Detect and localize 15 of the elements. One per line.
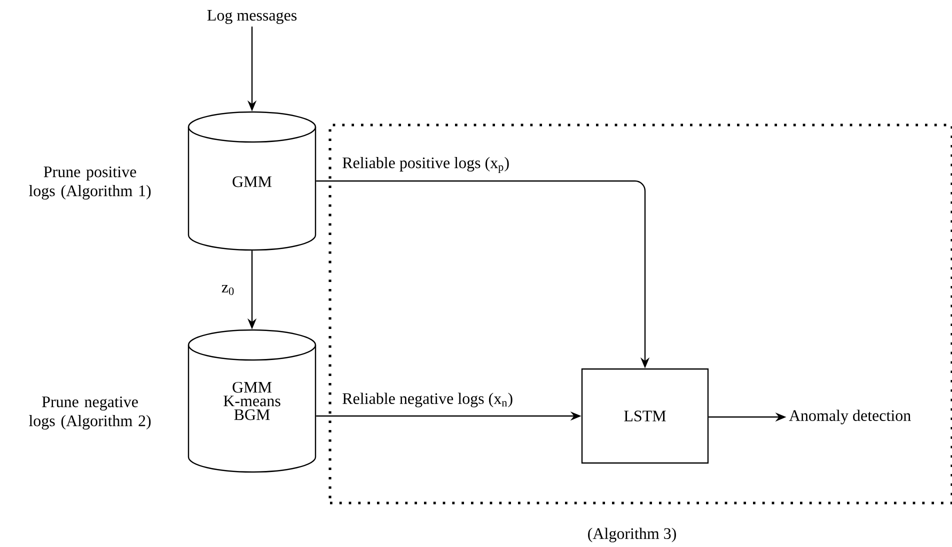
side-label: Prune positive logs (Algorithm 1) bbox=[29, 166, 151, 200]
text-label: Anomaly detection bbox=[789, 410, 911, 424]
edge-label: z$_{0}$ bbox=[220, 284, 236, 296]
database-cylinder: GMM K-means BGM bbox=[188, 329, 316, 473]
node-label: GMM bbox=[232, 382, 272, 393]
database-cylinder: GMM bbox=[188, 111, 316, 251]
edge-label: Reliable negative logs (x$_{n}$) bbox=[341, 392, 514, 408]
node-label: GMM bbox=[232, 176, 272, 188]
node-label: BGM bbox=[234, 409, 270, 420]
text-label: Log messages bbox=[207, 10, 297, 24]
edge-label: Reliable positive logs (x$_{p}$) bbox=[341, 156, 511, 174]
side-label: Prune negative logs (Algorithm 2) bbox=[29, 396, 151, 430]
node-label: (Algorithm 3) bbox=[588, 528, 676, 542]
node-label: K-means bbox=[224, 396, 280, 406]
process-box: LSTM bbox=[581, 368, 709, 464]
